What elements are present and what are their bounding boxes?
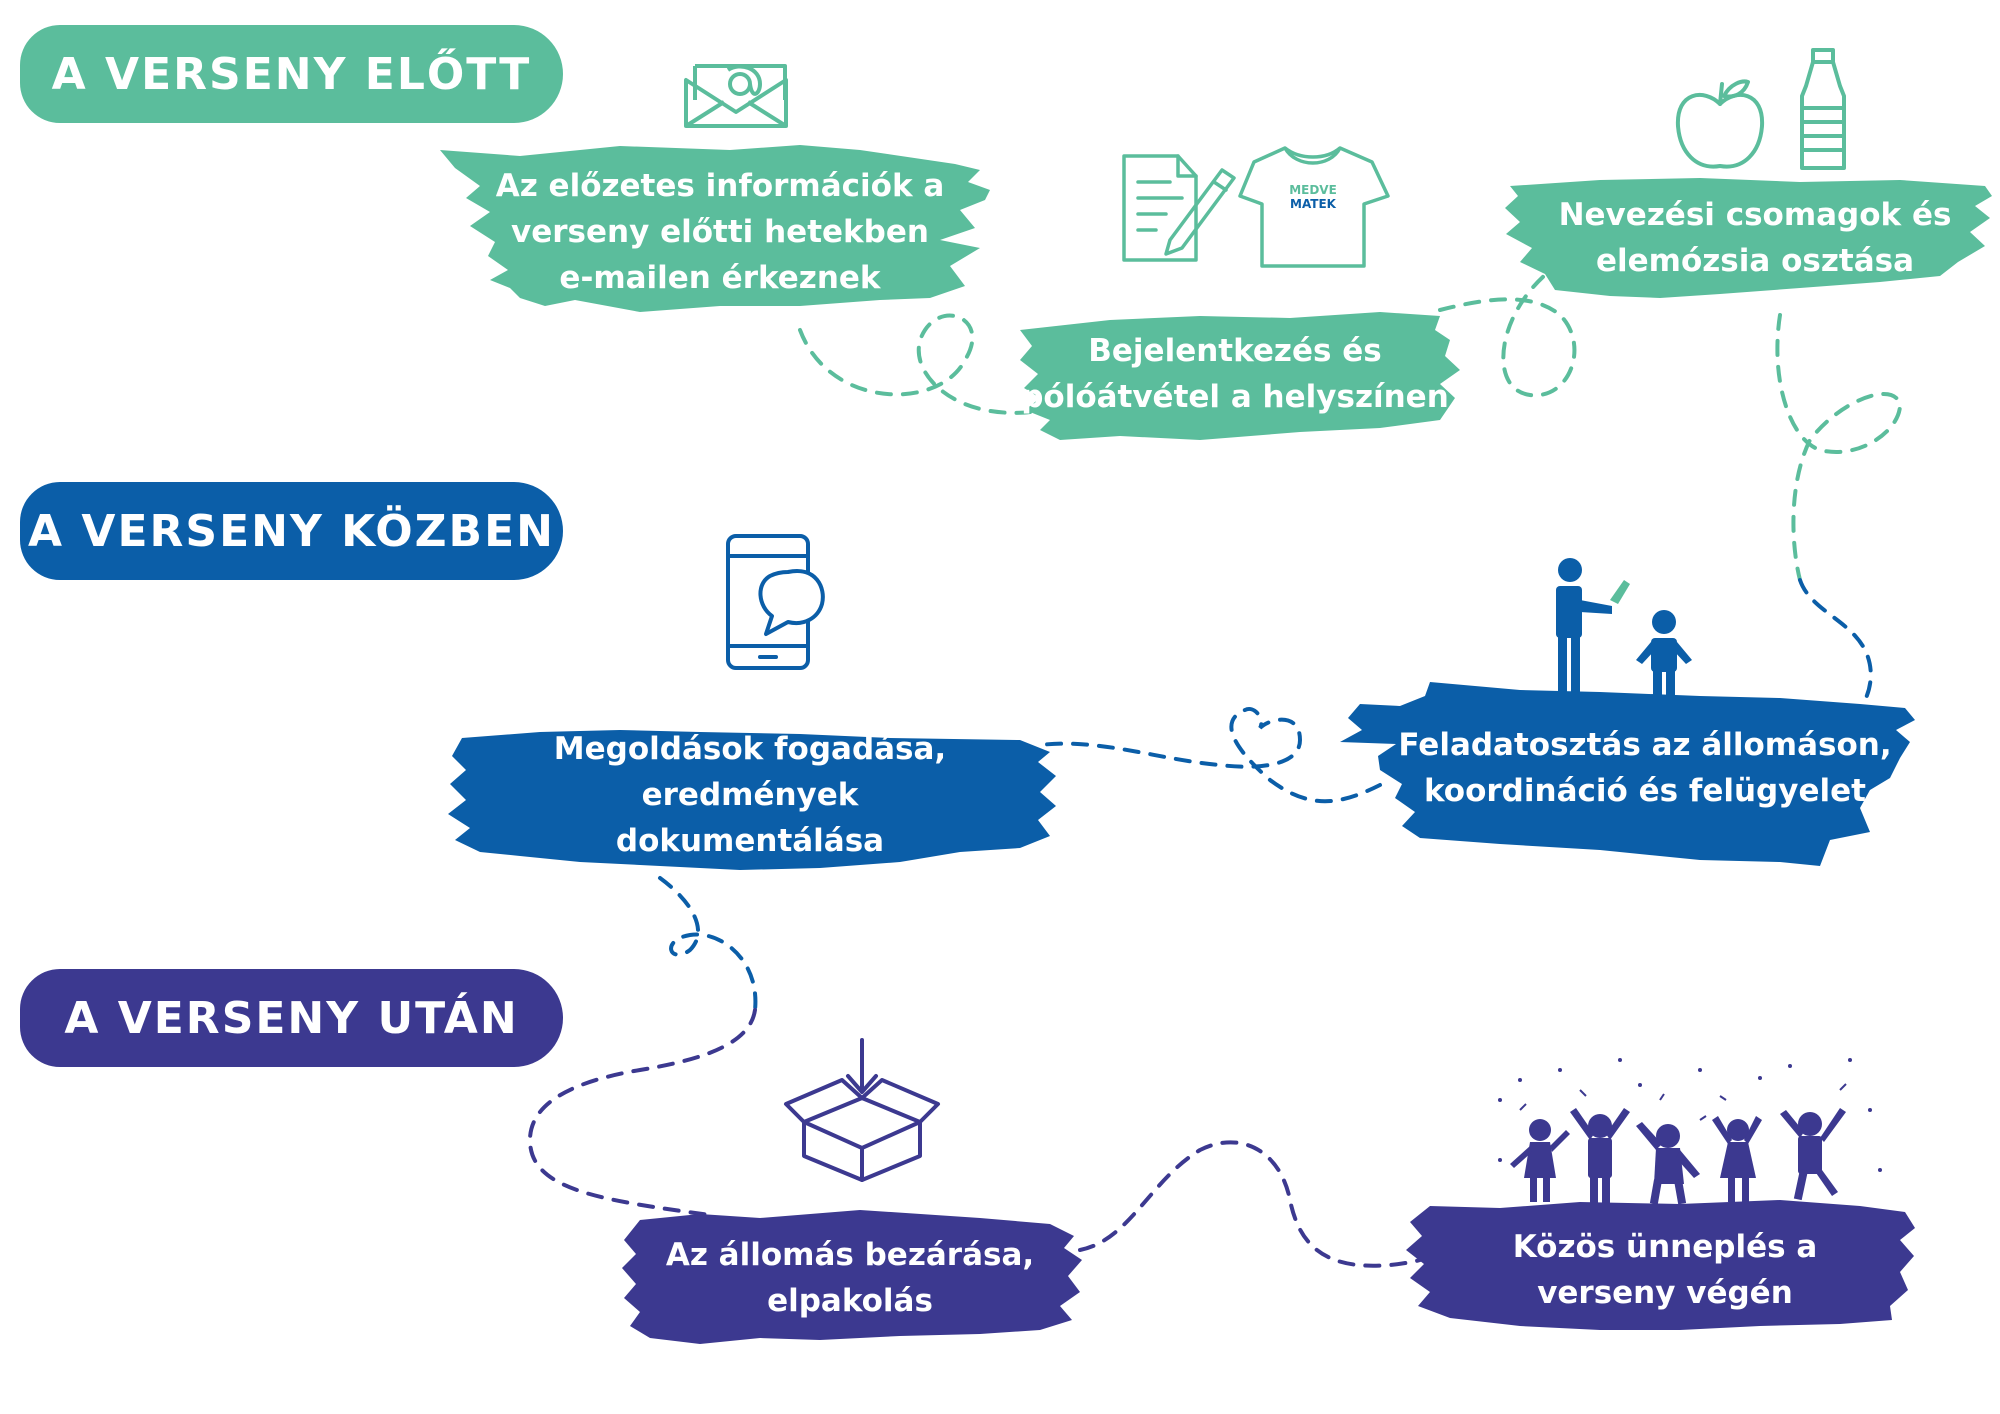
phone-chat-icon (726, 534, 825, 670)
connector-3-5-blue (1798, 578, 1873, 702)
brush-3 (1505, 178, 1992, 298)
step-1-line-2: verseny előtti hetekben (511, 214, 929, 250)
step-3-line-1: Nevezési csomagok és (1558, 197, 1952, 233)
step-4-label: Megoldások fogadása, eredmények dokument… (470, 725, 1030, 865)
step-6-line-1: Az állomás bezárása, (665, 1237, 1035, 1273)
adult-child-icon (1556, 558, 1692, 696)
box-arrow-icon (784, 1038, 940, 1182)
connector-4-6-purple (527, 1008, 757, 1217)
step-4-line-2: eredmények (641, 777, 859, 813)
connector-4-6-blue (658, 876, 758, 1012)
step-4-line-3: dokumentálása (615, 823, 885, 859)
brush-5 (1340, 682, 1915, 866)
step-6-label: Az állomás bezárása, elpakolás (630, 1228, 1070, 1328)
step-3-label: Nevezési csomagok és elemózsia osztása (1520, 190, 1990, 286)
step-7-label: Közös ünneplés a verseny végén (1430, 1220, 1900, 1320)
tshirt-logo-line2: MATEK (1290, 197, 1337, 211)
step-3-line-2: elemózsia osztása (1595, 243, 1914, 279)
phase-during-label: A VERSENY KÖZBEN (28, 505, 555, 557)
step-7-line-2: verseny végén (1537, 1275, 1793, 1311)
phase-after-pill: A VERSENY UTÁN (20, 969, 563, 1067)
phase-before-pill: A VERSENY ELŐTT (20, 25, 563, 123)
connector-2-3 (1438, 230, 1577, 398)
step-2-label: Bejelentkezés és pólóátvétel a helyszíne… (1020, 324, 1450, 424)
connector-5-4 (1038, 707, 1382, 804)
step-2-line-2: pólóátvétel a helyszínen (1021, 379, 1449, 415)
connector-3-5-green (1775, 313, 1903, 582)
step-1-label: Az előzetes információk a verseny előtti… (470, 162, 970, 302)
step-5-label: Feladatosztás az állomáson, koordináció … (1380, 718, 1910, 818)
brush-4 (448, 730, 1056, 870)
celebrating-people-icon (1498, 1058, 1882, 1205)
brush-2 (1020, 312, 1460, 440)
tshirt-icon (1238, 146, 1390, 268)
step-6-line-2: elpakolás (767, 1283, 933, 1319)
form-pen-icon (1122, 154, 1236, 262)
tshirt-logo-line1: MEDVE (1289, 183, 1337, 197)
water-bottle-icon (1800, 48, 1846, 170)
phase-after-label: A VERSENY UTÁN (64, 992, 519, 1044)
brush-6 (622, 1210, 1082, 1344)
connector-1-2 (798, 313, 1032, 415)
step-1-line-3: e-mailen érkeznek (559, 260, 881, 296)
step-5-line-1: Feladatosztás az állomáson, (1398, 727, 1892, 763)
brush-1 (440, 145, 990, 312)
step-5-line-2: koordináció és felügyelet (1424, 773, 1866, 809)
step-7-line-1: Közös ünneplés a (1512, 1229, 1818, 1265)
phase-during-pill: A VERSENY KÖZBEN (20, 482, 563, 580)
apple-icon (1675, 79, 1765, 169)
connector-6-7 (1078, 1140, 1422, 1268)
step-1-line-1: Az előzetes információk a (495, 168, 945, 204)
phase-before-label: A VERSENY ELŐTT (51, 48, 532, 100)
step-2-line-1: Bejelentkezés és (1088, 333, 1382, 369)
brush-7 (1406, 1200, 1915, 1330)
step-4-line-1: Megoldások fogadása, (553, 731, 947, 767)
email-at-icon (684, 64, 788, 128)
